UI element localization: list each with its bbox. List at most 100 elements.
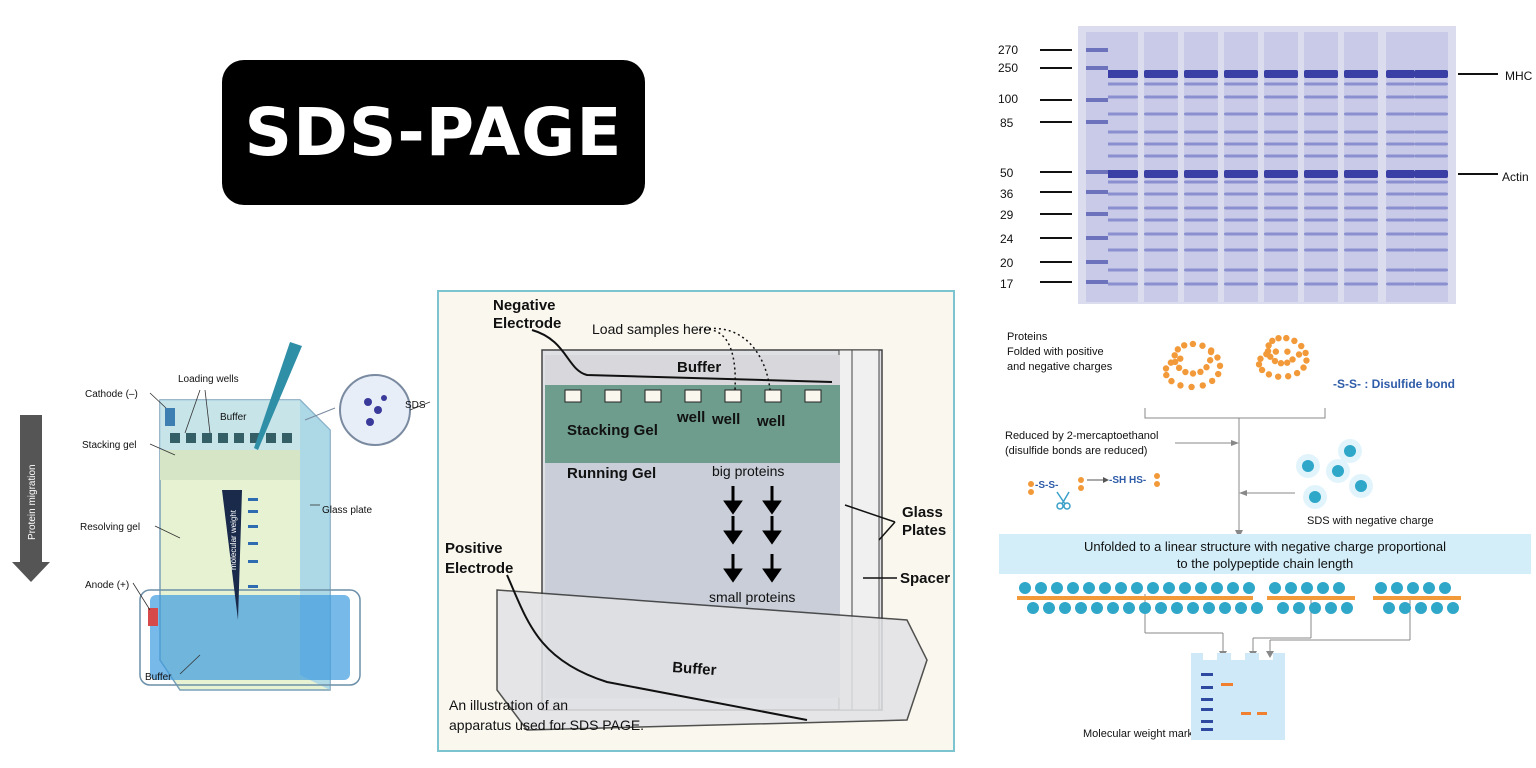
gel-band [1414,95,1448,99]
gel-band [1144,282,1178,286]
sds-bound [1251,602,1263,614]
sds-bound [1107,602,1119,614]
gel-band [1304,130,1338,134]
reduced-text-2: (disulfide bonds are reduced) [1005,445,1147,457]
amino-acid-bead [1289,356,1296,363]
pipette-icon [254,342,302,450]
sds-bound [1309,602,1321,614]
gel-band [1184,218,1218,222]
gel-band [1264,154,1298,158]
amino-acid-bead [1203,364,1210,371]
gel-band [1264,268,1298,272]
sds-bound [1325,602,1337,614]
sds-bound [1171,602,1183,614]
gel-band [1344,218,1378,222]
sds-particle [1332,465,1344,477]
gel-band [1144,82,1178,86]
gel-band [1264,130,1298,134]
marker-label-100: 100 [998,92,1018,106]
marker-label-20: 20 [1000,256,1014,270]
sds-bound [1277,602,1289,614]
gel-band [1104,130,1138,134]
gel-band [1304,248,1338,252]
gel-band [1144,142,1178,146]
gel-band [1414,282,1448,286]
sds-bound [1317,582,1329,594]
amino-acid-bead [1277,360,1285,367]
gel-band [1344,130,1378,134]
gel-band [1304,95,1338,99]
gel-band [1414,112,1448,116]
bands [248,498,258,588]
amino-acid-bead [1174,346,1182,353]
gel-band [1386,95,1420,99]
marker-band [1086,170,1108,174]
glass-label-2: Plates [902,522,946,539]
gel-band [1104,232,1138,236]
amino-acid-bead [1207,347,1215,354]
protein-migration-label: Protein migration [27,464,38,540]
gel-band [1386,180,1420,184]
gel-band [1386,170,1420,178]
sds-bound [1179,582,1191,594]
amino-acid-bead [1199,382,1206,389]
gel-band [1184,180,1218,184]
gel-band [1414,232,1448,236]
molecular-weight-wedge [222,490,242,620]
gel-band [1144,170,1178,178]
sds-label: SDS [405,400,426,411]
marker-label-29: 29 [1000,208,1014,222]
gel-band [1104,180,1138,184]
marker-band [1086,66,1108,70]
gel-band [1304,232,1338,236]
gel-band [1304,170,1338,178]
mw-markers-label: Molecular weight markers [1083,728,1209,740]
gel-band [1144,192,1178,196]
gel-band [1414,170,1448,178]
amino-acid-bead [1168,377,1175,385]
gel-band [1344,170,1378,178]
gel-band [1386,282,1420,286]
sds-bound [1083,582,1095,594]
protein-migration-arrow [12,415,50,582]
gel-band [1344,142,1378,146]
gel-band [1224,180,1258,184]
negative-electrode-wire [531,329,833,383]
gel-band [1304,282,1338,286]
sds-bound [1115,582,1127,594]
buffer-bottom-label: Buffer [672,659,717,679]
sds-bound [1139,602,1151,614]
gel-band [1264,82,1298,86]
amino-acid-bead [1257,355,1264,362]
cathode-label: Cathode (–) [85,389,138,400]
marker-band [1086,190,1108,194]
sds-bound [1269,582,1281,594]
gel-band [1264,142,1298,146]
amino-acid-bead [1272,348,1280,355]
gel-band [1224,154,1258,158]
gel-band [1344,192,1378,196]
gel-band [1184,248,1218,252]
caption-line-1: An illustration of an [449,697,568,713]
gel-band [1414,142,1448,146]
well-label-2: well [711,411,740,428]
ss-label: -S-S- [1035,480,1058,491]
gel-band [1104,248,1138,252]
gel-band [1264,70,1298,78]
gel-band [1224,206,1258,210]
marker-label-17: 17 [1000,277,1014,291]
amino-acid-bead [1303,357,1310,364]
anode-label: Anode (+) [85,580,129,591]
sds-bound [1301,582,1313,594]
gel-band [1184,70,1218,78]
sds-particle [1302,460,1314,472]
negative-electrode-label-1: Negative [493,297,556,314]
sds-particle [1309,491,1321,503]
left-apparatus-diagram: Protein migration molecular weight [12,342,431,691]
wells [170,433,292,443]
sds-bound [1043,602,1055,614]
gel-band [1304,192,1338,196]
sds-bound [1439,582,1451,594]
sds-bound [1123,602,1135,614]
proteins-text-3: and negative charges [1007,361,1113,373]
